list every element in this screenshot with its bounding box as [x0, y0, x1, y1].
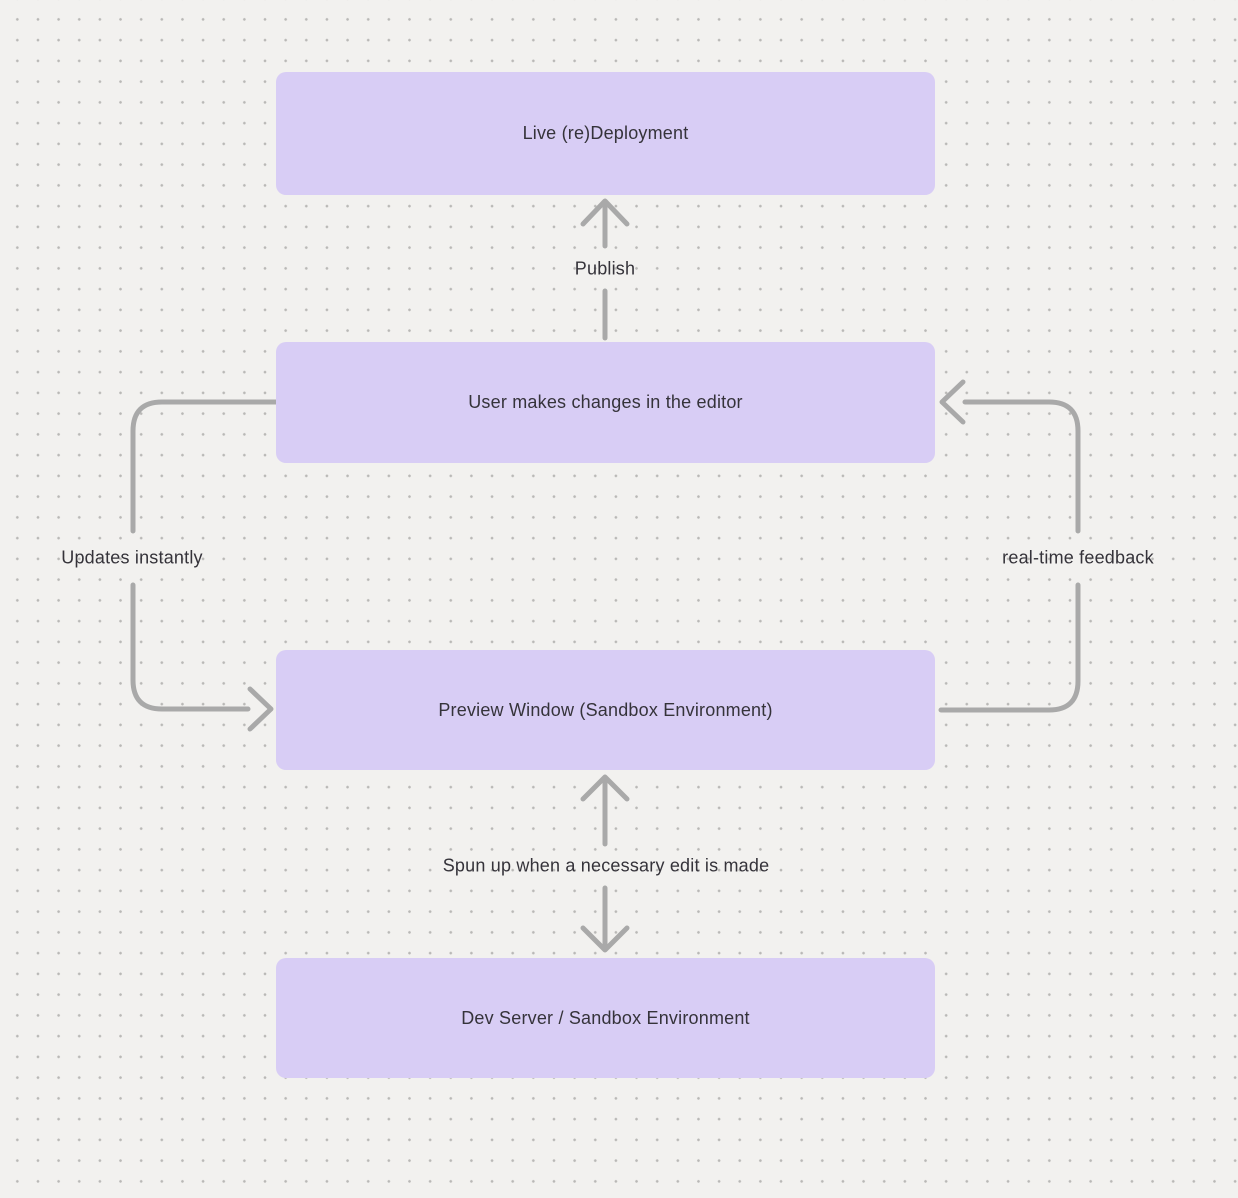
arrow-curve [130, 582, 251, 712]
arrow-real-time-feedback[interactable] [938, 379, 1081, 713]
node-preview-window[interactable]: Preview Window (Sandbox Environment) [276, 650, 935, 770]
node-dev-server[interactable]: Dev Server / Sandbox Environment [276, 958, 935, 1078]
node-user-changes[interactable]: User makes changes in the editor [276, 342, 935, 463]
arrowhead-down-icon [580, 925, 630, 953]
arrow-curve [962, 399, 1081, 534]
node-label: Dev Server / Sandbox Environment [461, 1007, 750, 1028]
arrowhead-up-icon [580, 774, 630, 802]
edge-label-real-time-feedback[interactable]: real-time feedback [1002, 547, 1154, 568]
node-live-redeployment[interactable]: Live (re)Deployment [276, 72, 935, 195]
edge-label-publish[interactable]: Publish [574, 258, 636, 279]
node-label: User makes changes in the editor [468, 392, 743, 412]
arrowhead-right-icon [247, 686, 274, 732]
arrowhead-up-icon [580, 198, 630, 227]
node-label: Live (re)Deployment [522, 123, 689, 143]
node-label: Preview Window (Sandbox Environment) [438, 699, 773, 720]
edge-label-spun-up[interactable]: Spun up when a necessary edit is made [442, 855, 770, 876]
arrow-curve [130, 399, 281, 534]
arrow-curve [938, 582, 1081, 713]
edge-label-updates-instantly[interactable]: Updates instantly [61, 547, 203, 568]
arrowhead-left-icon [939, 379, 966, 425]
